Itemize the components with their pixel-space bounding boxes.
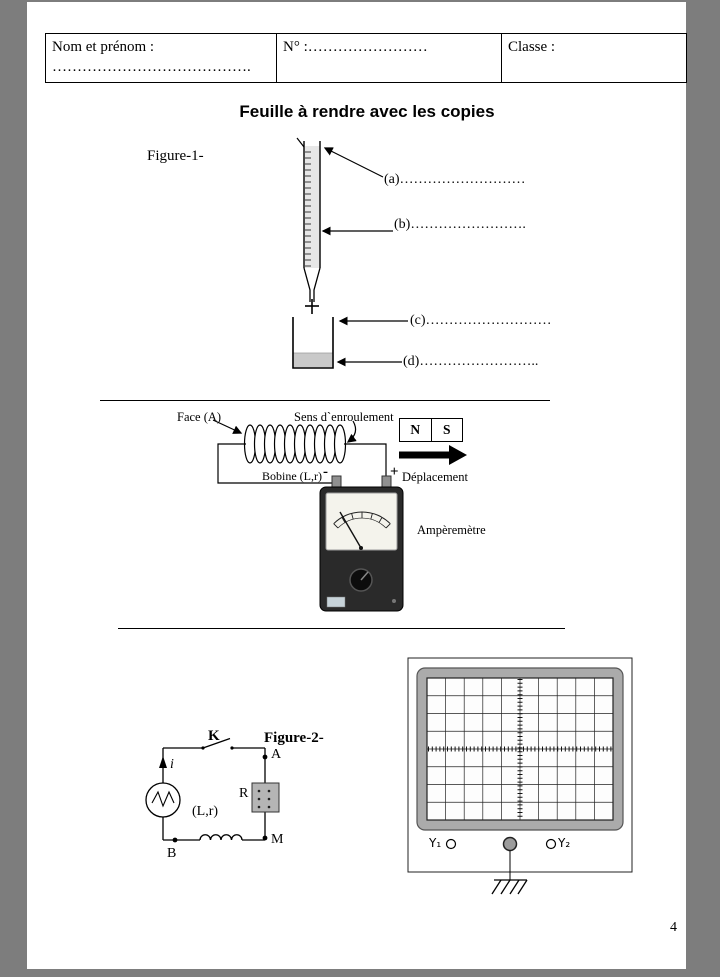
ammeter-label: Ampèremètre [417, 523, 486, 537]
header-name-label: Nom et prénom : [52, 39, 155, 55]
switch-blade [202, 737, 231, 749]
generator-symbol [145, 782, 181, 818]
displacement-label: Déplacement [402, 470, 468, 484]
node-b-dot [172, 837, 178, 843]
header-cell-class: Classe : [502, 34, 686, 82]
circuit-drawing [145, 737, 280, 843]
current-i-label: i [170, 757, 174, 772]
coil-drawing [243, 424, 347, 464]
oscilloscope-drawing [407, 657, 633, 895]
page-number: 4 [670, 920, 677, 935]
y1-terminal-icon [445, 838, 457, 850]
ammeter-dial [325, 492, 398, 551]
label-c: (c)……………………… [410, 313, 552, 328]
label-b: (b)……………………. [394, 217, 526, 232]
winding-direction-label: Sens d`enroulement [294, 410, 394, 424]
ammeter-drawing [319, 475, 404, 612]
header-number-label: N° :…………………… [283, 39, 428, 55]
label-d: (d)…………………….. [403, 354, 539, 369]
ammeter-needle [339, 511, 362, 549]
switch-k-label: K [208, 728, 220, 744]
figure2-label: Figure-2- [264, 730, 324, 746]
y1-label: Y₁ [429, 836, 442, 850]
inductor-symbol [199, 834, 243, 841]
face-a-arrow [212, 419, 243, 434]
y2-terminal-icon [545, 838, 557, 850]
coil-label: Bobine (L,r) [262, 469, 322, 483]
ground-terminal-icon [502, 836, 518, 852]
burette-drawing [296, 137, 321, 314]
node-m-label: M [271, 832, 284, 847]
node-a-label: A [271, 747, 282, 762]
node-m-dot [262, 835, 268, 841]
arrow-a [323, 147, 384, 178]
coil-wire-left [217, 443, 332, 484]
magnet: N S [399, 418, 463, 442]
header-cell-name: Nom et prénom : …………………………………. [46, 34, 277, 82]
beaker-drawing [292, 317, 334, 369]
ammeter-plus: + [390, 464, 399, 480]
current-arrow [159, 756, 167, 768]
face-a-label: Face (A) [177, 410, 222, 424]
node-a-dot [262, 754, 268, 760]
coil-wire-right [344, 443, 387, 476]
resistor-symbol [251, 782, 280, 813]
magnet-north-pole: N [410, 422, 421, 437]
ammeter-minus: - [323, 464, 328, 480]
winding-direction-arrow [346, 420, 357, 443]
resistor-r-label: R [239, 786, 249, 801]
inductor-label: (L,r) [192, 804, 219, 819]
label-a: (a)……………………… [384, 172, 526, 187]
header-table: Nom et prénom : …………………………………. N° :……………… [45, 33, 687, 83]
y2-label: Y₂ [558, 836, 571, 850]
node-b-label: B [167, 846, 177, 861]
figure1-label: Figure-1- [147, 148, 204, 164]
magnet-south-pole: S [430, 419, 463, 441]
ground-symbol-icon [491, 879, 528, 895]
header-class-label: Classe : [508, 39, 556, 55]
burette-graduations [305, 151, 311, 267]
header-name-dots: …………………………………. [52, 58, 251, 75]
displacement-arrow [399, 445, 467, 465]
header-cell-number: N° :…………………… [277, 34, 502, 82]
ammeter-scale-ticks [333, 512, 391, 529]
page-title: Feuille à rendre avec les copies [239, 102, 495, 121]
